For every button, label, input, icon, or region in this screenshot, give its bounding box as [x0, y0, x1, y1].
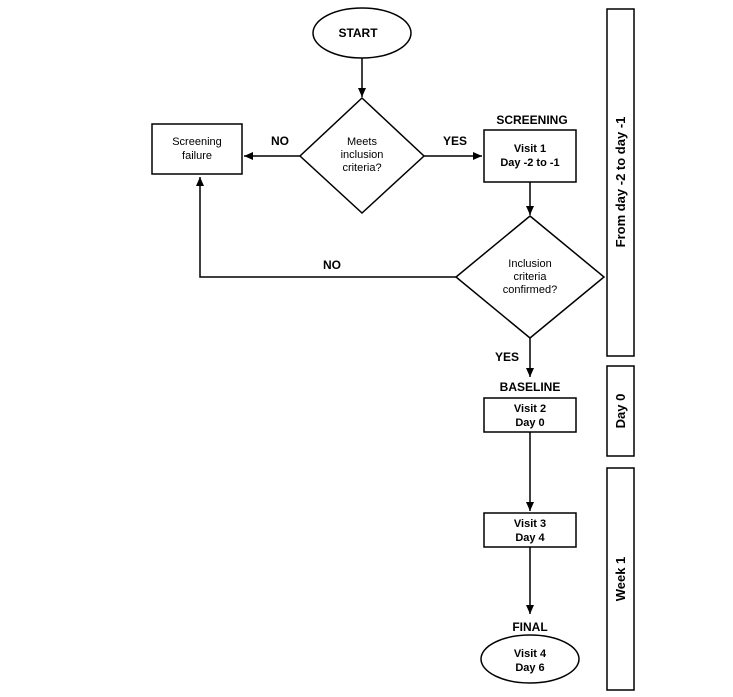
edge-no-label-2: NO [323, 258, 341, 272]
visit4-node: Visit 4 Day 6 [480, 634, 580, 684]
visit1-box: Visit 1 Day -2 to -1 [483, 129, 577, 183]
edge-decision2-to-failure [196, 177, 456, 278]
failure-line2: failure [182, 150, 212, 162]
screening-heading: SCREENING [496, 113, 567, 127]
decision-meets-inclusion: Meets inclusion criteria? [298, 96, 426, 215]
phase-box-screening: From day -2 to day -1 [606, 8, 635, 357]
phase2-label: Day 0 [613, 394, 628, 429]
edge-yes-label-2: YES [495, 350, 519, 364]
start-node: START [312, 7, 412, 59]
visit3-box: Visit 3 Day 4 [483, 512, 577, 548]
decision2-line3: confirmed? [503, 284, 557, 296]
edge-no-label-1: NO [271, 134, 289, 148]
visit2-box: Visit 2 Day 0 [483, 397, 577, 433]
final-heading: FINAL [512, 620, 547, 634]
visit3-line2: Day 4 [515, 532, 545, 544]
decision1-line1: Meets [347, 136, 377, 148]
visit4-line1: Visit 4 [514, 648, 547, 660]
phase1-label: From day -2 to day -1 [613, 117, 628, 248]
decision1-line2: inclusion [341, 149, 384, 161]
baseline-heading: BASELINE [500, 380, 561, 394]
failure-line1: Screening [172, 136, 222, 148]
visit2-line1: Visit 2 [514, 403, 546, 415]
visit2-line2: Day 0 [515, 417, 544, 429]
edge-yes-label-1: YES [443, 134, 467, 148]
screening-failure-box: Screening failure [151, 123, 243, 175]
visit1-line2: Day -2 to -1 [500, 157, 559, 169]
visit4-line2: Day 6 [515, 662, 544, 674]
phase-box-day0: Day 0 [606, 365, 635, 457]
visit1-line1: Visit 1 [514, 143, 546, 155]
decision1-line3: criteria? [342, 162, 381, 174]
decision2-line2: criteria [513, 271, 547, 283]
phase-box-week1: Week 1 [606, 467, 635, 691]
phase3-label: Week 1 [613, 557, 628, 602]
visit3-line1: Visit 3 [514, 518, 546, 530]
start-label: START [338, 26, 378, 40]
decision2-line1: Inclusion [508, 258, 551, 270]
decision-inclusion-confirmed: Inclusion criteria confirmed? [454, 215, 606, 339]
